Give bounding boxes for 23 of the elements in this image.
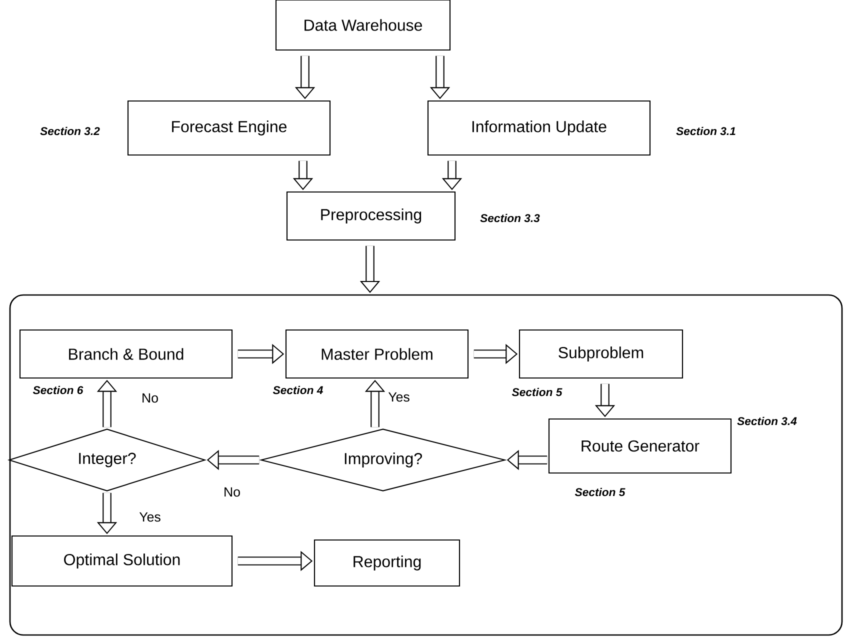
section-label: Section 3.3: [480, 214, 540, 222]
section-label: Section 5: [512, 388, 562, 396]
process-box: Route Generator: [548, 418, 732, 474]
process-box: Data Warehouse: [275, 0, 451, 51]
section-label: Section 3.4: [737, 416, 797, 426]
edge-label: No: [222, 486, 242, 498]
section-label: Section 3.1: [676, 126, 736, 136]
process-box: Forecast Engine: [127, 100, 331, 156]
edge-label: Yes: [386, 391, 412, 403]
container-box: [9, 294, 843, 636]
process-box: Preprocessing: [286, 191, 456, 241]
section-label: Section 3.2: [40, 126, 100, 136]
process-box: Master Problem: [285, 329, 469, 379]
section-label: Section 5: [574, 488, 626, 496]
edge-label: Yes: [138, 511, 162, 523]
section-label: Section 6: [32, 386, 84, 394]
section-label: Section 4: [272, 386, 323, 394]
process-box: Branch & Bound: [19, 329, 233, 379]
process-box: Subproblem: [518, 329, 684, 379]
process-box: Information Update: [427, 100, 651, 156]
process-box: Reporting: [314, 539, 460, 587]
edge-label: No: [140, 392, 160, 404]
process-box: Optimal Solution: [11, 535, 233, 587]
